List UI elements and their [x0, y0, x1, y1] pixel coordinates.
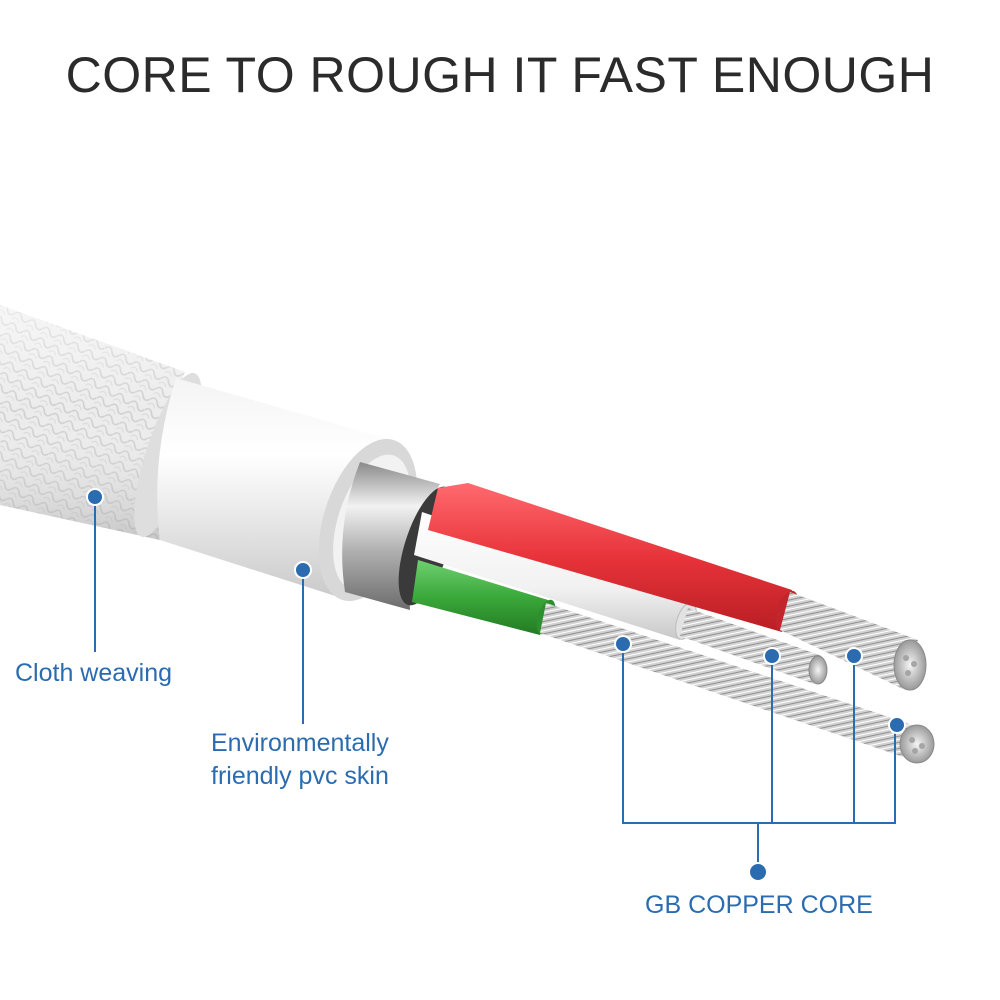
- headline: CORE TO ROUGH IT FAST ENOUGH: [65, 47, 935, 103]
- braided-jacket: [0, 305, 202, 540]
- red-wire: [428, 483, 927, 691]
- cloth-weaving-label: Cloth weaving: [15, 657, 172, 690]
- callout-cloth-weaving: [86, 488, 104, 652]
- callout-pvc-skin: [294, 561, 312, 724]
- cloth-weaving-text: Cloth weaving: [15, 659, 173, 687]
- pvc-skin-text-line2: friendly pvc skin: [211, 762, 389, 790]
- green-wire: [412, 560, 935, 764]
- copper-core-text: GB COPPER CORE: [645, 891, 873, 919]
- copper-core-label: GB COPPER CORE: [645, 889, 873, 922]
- callout-copper-core: [614, 635, 906, 882]
- pvc-skin-label: Environmentally friendly pvc skin: [211, 727, 389, 793]
- pvc-skin-text-line1: Environmentally: [211, 729, 389, 757]
